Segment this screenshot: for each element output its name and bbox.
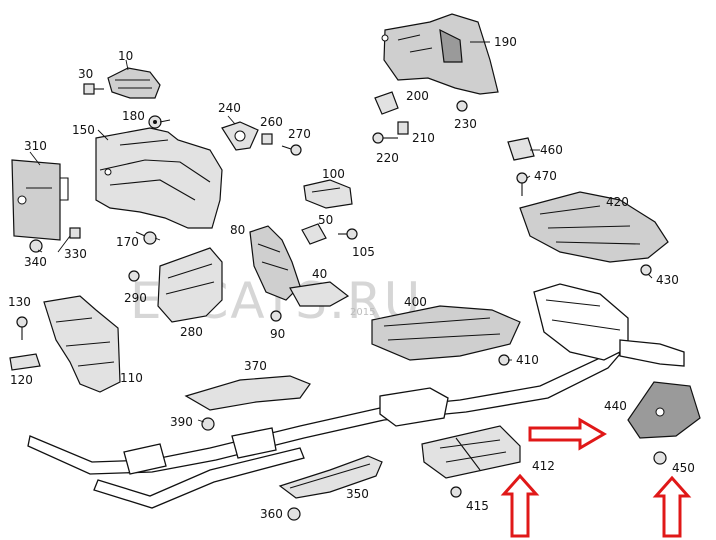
part-440-bracket [627,381,701,439]
label-400: 400 [404,295,427,309]
label-410: 410 [516,353,539,367]
part-370-bracket [184,375,311,411]
highlight-arrow-up-412 [500,473,540,538]
label-105: 105 [352,245,375,259]
label-50: 50 [318,213,333,227]
part-390-nut [201,417,215,431]
label-415: 415 [466,499,489,513]
label-230: 230 [454,117,477,131]
part-350-heat-shield [278,455,383,499]
part-170-bolt [135,231,157,245]
label-430: 430 [656,273,679,287]
part-90-bolt [270,310,282,322]
label-120: 120 [10,373,33,387]
part-470-bolt [516,172,528,196]
part-220-bolt [372,132,398,144]
label-240: 240 [218,101,241,115]
part-360-nut [287,507,301,521]
label-180: 180 [122,109,145,123]
label-370: 370 [244,359,267,373]
part-105-bolt [338,228,358,240]
label-440: 440 [604,399,627,413]
part-430-nut [640,264,652,276]
part-120-clip [9,353,41,371]
part-200-bracket [374,91,399,115]
label-460: 460 [540,143,563,157]
part-290-bolt [128,270,140,282]
label-130: 130 [8,295,31,309]
part-80-bracket [249,225,301,301]
highlight-arrow-right [528,417,607,451]
part-50-clamp [301,223,327,245]
part-110-bracket [43,295,121,393]
label-170: 170 [116,235,139,249]
exhaust-pipe-assembly [27,283,685,509]
part-310-plate [11,159,69,241]
part-420-heat-shield [519,191,669,263]
label-40: 40 [312,267,327,281]
label-260: 260 [260,115,283,129]
part-30-bolt [83,83,104,95]
label-80: 80 [230,223,245,237]
part-100-clip [303,179,353,209]
label-310: 310 [24,139,47,153]
label-340: 340 [24,255,47,269]
part-180-nut [148,115,162,129]
label-100: 100 [322,167,345,181]
label-200: 200 [406,89,429,103]
label-30: 30 [78,67,93,81]
label-280: 280 [180,325,203,339]
highlight-arrow-up-450 [652,475,692,538]
part-340-nut [29,239,43,253]
part-410-nut [498,354,510,366]
part-330-bolt [69,227,81,239]
part-260-clip [261,133,273,145]
part-240-bracket [221,121,259,151]
part-130-bolt [16,316,28,340]
part-10-clip [107,67,161,99]
label-210: 210 [412,131,435,145]
label-270: 270 [288,127,311,141]
label-350: 350 [346,487,369,501]
label-290: 290 [124,291,147,305]
part-450-nut [653,451,667,465]
label-390: 390 [170,415,193,429]
label-90: 90 [270,327,285,341]
label-150: 150 [72,123,95,137]
label-470: 470 [534,169,557,183]
part-400-heat-shield [371,305,521,361]
part-415-nut [450,486,462,498]
part-270-bolt [281,144,302,156]
label-450: 450 [672,461,695,475]
part-210-clip [397,121,409,135]
part-230-nut [456,100,468,112]
label-420: 420 [606,195,629,209]
part-190-bracket [381,13,499,95]
label-360: 360 [260,507,283,521]
watermark-year: 2015 [350,307,375,318]
label-190: 190 [494,35,517,49]
label-330: 330 [64,247,87,261]
label-412: 412 [532,459,555,473]
part-460-clip [507,137,535,161]
part-412-heat-plate [421,425,521,479]
part-150-heat-shield [95,127,223,229]
label-110: 110 [120,371,143,385]
label-10: 10 [118,49,133,63]
part-280-heat-shield [157,247,223,323]
label-220: 220 [376,151,399,165]
part-40-bracket [289,281,350,307]
